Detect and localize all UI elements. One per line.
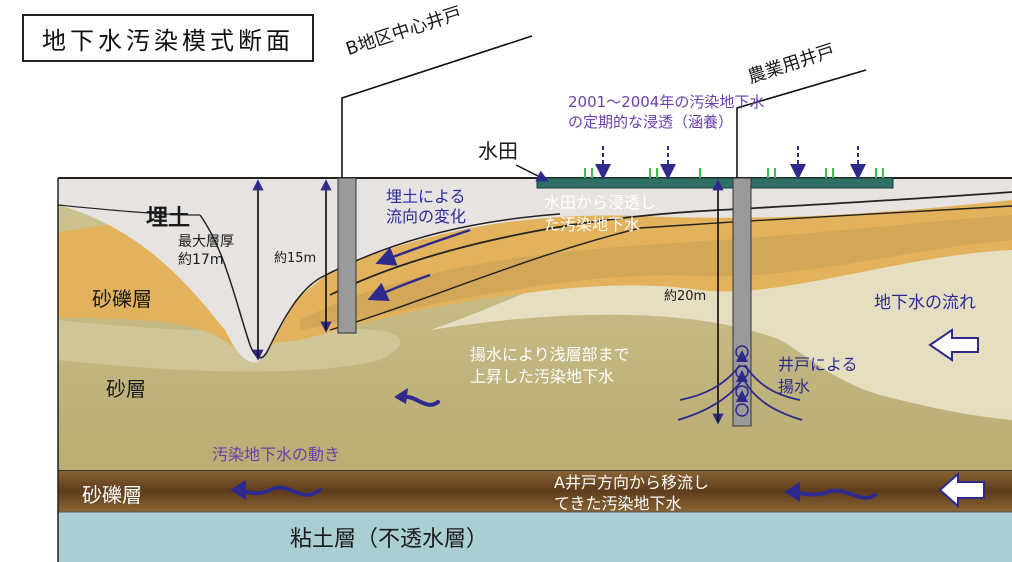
lower-flow-arrow xyxy=(938,471,985,509)
paddy-infiltration-2: た汚染地下水 xyxy=(544,215,641,234)
infiltration-note-line1: 2001～2004年の汚染地下水 xyxy=(568,93,765,111)
fill-flow-arrows xyxy=(367,228,471,302)
paddy-field xyxy=(536,177,894,189)
depth-15-label: 約15m xyxy=(274,251,317,266)
depth-dimensions xyxy=(252,179,724,425)
well-pumping-2: 揚水 xyxy=(778,377,811,396)
fill-flow-change-2: 流向の変化 xyxy=(386,207,467,226)
groundwater-flow-arrow xyxy=(928,328,979,362)
rice-plants xyxy=(584,168,884,178)
lower-gravel-layer xyxy=(58,470,1012,512)
infiltration-arrows xyxy=(595,146,866,180)
advected-1: A井戸方向から移流し xyxy=(554,473,709,492)
paddy-label: 水田 xyxy=(478,139,518,163)
pumping-flowlines xyxy=(677,364,803,421)
lower-gravel-label: 砂礫層 xyxy=(82,483,142,507)
groundwater-flow-label: 地下水の流れ xyxy=(874,293,976,313)
agri-well-casing xyxy=(732,177,752,427)
agri-well-leader xyxy=(736,69,867,178)
upper-gravel-label: 砂礫層 xyxy=(92,287,152,311)
b-center-well-casing xyxy=(337,177,357,334)
advected-2: てきた汚染地下水 xyxy=(554,494,682,513)
title-text: 地下水汚染模式断面 xyxy=(42,26,294,55)
contaminated-movement-label: 汚染地下水の動き xyxy=(212,445,341,464)
paddy-infiltration-1: 水田から浸透し xyxy=(544,193,657,212)
fill-flow-change-1: 埋土による xyxy=(386,187,466,206)
infiltration-note-line2: の定期的な浸透（涵養） xyxy=(568,113,734,131)
b-center-well-leader xyxy=(341,35,533,178)
fill-soil-layer xyxy=(58,178,1012,363)
clay-layer-label: 粘土層（不透水層） xyxy=(290,527,489,552)
well-pumping-1: 井戸による xyxy=(778,355,858,374)
diagram-title: 地下水汚染模式断面 xyxy=(22,14,314,62)
fill-layer-label: 埋土 xyxy=(146,206,191,231)
sand-layer-label: 砂層 xyxy=(106,377,146,401)
max-thickness-label-2: 約17m xyxy=(178,252,224,268)
pumping-rise-2: 上昇した汚染地下水 xyxy=(470,367,615,386)
clay-layer xyxy=(58,512,1012,562)
depth-20-label: 約20m xyxy=(664,289,707,304)
max-thickness-label-1: 最大層厚 xyxy=(178,234,234,250)
pumping-rise-1: 揚水により浅層部まで xyxy=(470,345,630,364)
